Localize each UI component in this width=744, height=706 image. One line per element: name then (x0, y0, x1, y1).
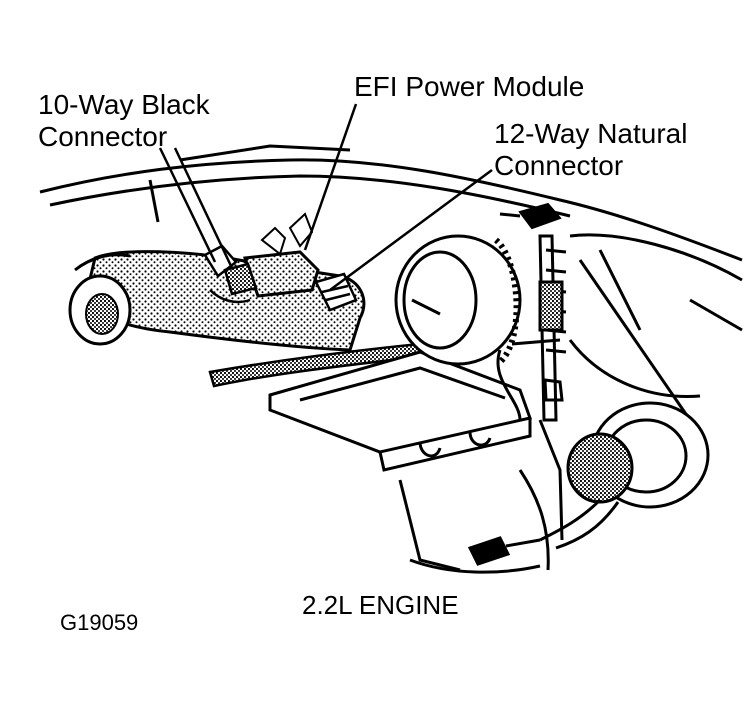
callout-twelve-way-line1: 12-Way Natural (494, 118, 688, 149)
callout-ten-way-line2: Connector (38, 121, 168, 152)
callout-twelve-way-line2: Connector (494, 150, 624, 181)
leader-12way (329, 168, 493, 292)
radiator-hose (538, 234, 567, 422)
air-cleaner-tray (268, 350, 532, 472)
leader-lines (158, 103, 493, 292)
cooling-fan (568, 233, 743, 421)
ten-way-connector (203, 244, 258, 304)
callout-efi-line1: EFI Power Module (354, 71, 585, 102)
engine-caption: 2.2L ENGINE (302, 590, 459, 620)
efi-power-module (242, 212, 320, 298)
callout-ten-way-connector: 10-Way Black Connector (38, 89, 210, 153)
mass-airflow-housing (394, 234, 522, 366)
engine-block (398, 378, 564, 574)
leader-efi (303, 103, 358, 251)
twelve-way-connector (314, 272, 358, 312)
vacuum-sensor (499, 202, 562, 230)
leader-10way-a (173, 147, 234, 269)
leader-10way-b (158, 147, 217, 263)
callout-ten-way-line1: 10-Way Black (38, 89, 210, 120)
figure-id: G19059 (60, 610, 139, 635)
hood-outline (39, 144, 743, 262)
callout-twelve-way-connector: 12-Way Natural Connector (494, 118, 687, 182)
callout-efi-power-module: EFI Power Module (354, 71, 584, 103)
pulley (566, 401, 710, 509)
